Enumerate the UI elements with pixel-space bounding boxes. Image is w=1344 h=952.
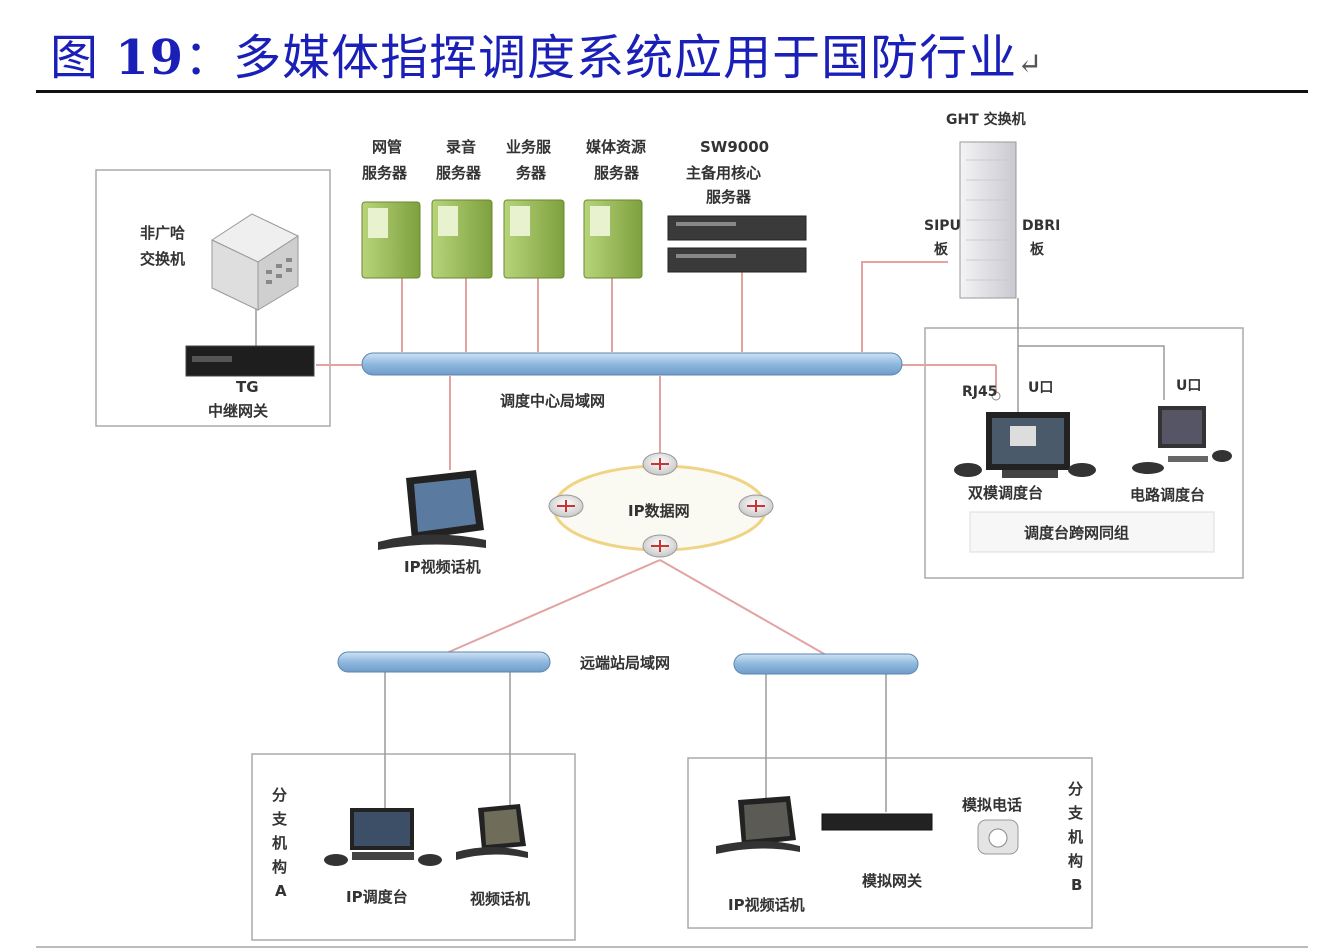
- fei-switch-label-1: 非广哈: [140, 224, 185, 242]
- center-lan-bus: [361, 352, 903, 376]
- srv1-label-2: 服务器: [362, 164, 408, 182]
- fei-switch-label-2: 交换机: [140, 250, 185, 268]
- cross-group-label: 调度台跨网同组: [1024, 524, 1129, 542]
- title-rule: [36, 90, 1308, 93]
- cross-group-box: [969, 511, 1215, 553]
- branch-a-char-5: A: [275, 882, 287, 900]
- srv2-label-1: 录音: [446, 138, 476, 156]
- ip-console-icon: [324, 808, 442, 866]
- branch-a-char-1: 分: [272, 786, 287, 804]
- branch-a-char-3: 机: [272, 834, 287, 852]
- srv3-label-2: 务器: [516, 164, 547, 182]
- center-lan-label: 调度中心局域网: [500, 392, 605, 410]
- return-mark-icon: ↵: [1017, 47, 1044, 82]
- tg-gateway-label: 中继网关: [208, 402, 268, 420]
- branch-b-char-2: 支: [1067, 804, 1084, 822]
- recording-server-icon: [431, 199, 493, 279]
- router-icon: [642, 452, 678, 476]
- remote-lan-bus-b: [733, 653, 919, 675]
- remote-lan-bus-a: [337, 651, 551, 673]
- dbri-label-1: DBRI: [1022, 218, 1060, 234]
- business-server-icon: [503, 199, 565, 279]
- sipu-label-2: 板: [934, 241, 949, 258]
- router-icon: [738, 494, 774, 518]
- branch-b-char-1: 分: [1068, 780, 1083, 798]
- branch-a-box: [251, 753, 576, 941]
- srv1-label-1: 网管: [372, 138, 402, 156]
- router-icons: [548, 452, 774, 558]
- srv3-label-1: 业务服: [506, 138, 552, 156]
- ip-console-label: IP调度台: [346, 888, 408, 906]
- tg-gateway-icon: [185, 345, 315, 377]
- ip-video-phone-icon: [378, 470, 486, 550]
- dual-mode-console-icon: [954, 412, 1096, 478]
- console-group-box: [924, 327, 1244, 579]
- circuit-console-label: 电路调度台: [1130, 486, 1205, 504]
- srv4-label-1: 媒体资源: [586, 138, 646, 156]
- router-icon: [642, 534, 678, 558]
- fei-switch-icon: [210, 213, 300, 311]
- ip-video-phone-label: IP视频话机: [404, 558, 481, 576]
- ght-switch-cabinet-icon: [959, 141, 1017, 299]
- media-server-icon: [583, 199, 643, 279]
- rj45-port-icon: [991, 391, 1001, 401]
- srv2-label-2: 服务器: [436, 164, 482, 182]
- video-phone-a-icon: [456, 804, 528, 860]
- branch-a-char-2: 支: [271, 810, 288, 828]
- ip-video-phone-b-icon: [716, 796, 800, 854]
- server-icons: [361, 199, 807, 279]
- remote-lan-label: 远端站局域网: [580, 654, 670, 672]
- srv4-label-2: 服务器: [594, 164, 640, 182]
- title-number: 19: [115, 30, 185, 86]
- core-server-label-3: 服务器: [706, 188, 752, 206]
- branch-a-char-4: 构: [272, 858, 287, 876]
- branch-b-char-5: B: [1071, 876, 1082, 894]
- analog-phone-icon: [977, 819, 1019, 855]
- bottom-rule: [36, 946, 1308, 948]
- left-switch-box: [95, 169, 331, 427]
- router-icon: [548, 494, 584, 518]
- branch-b-char-3: 机: [1068, 828, 1083, 846]
- ip-network-label: IP数据网: [628, 502, 690, 520]
- network-mgmt-server-icon: [361, 201, 421, 279]
- tg-label: TG: [236, 378, 259, 396]
- u-port-label-1: U口: [1028, 380, 1053, 396]
- branch-b-box: [687, 757, 1093, 929]
- title-text: ：多媒体指挥调度系统应用于国防行业: [184, 30, 1018, 86]
- core-server-label-1: SW9000: [700, 138, 769, 156]
- circuit-console-icon: [1132, 406, 1232, 474]
- ght-label: GHT 交换机: [946, 111, 1026, 128]
- core-server-icon: [667, 215, 807, 273]
- dbri-label-2: 板: [1030, 241, 1045, 258]
- title-prefix: 图: [50, 30, 100, 86]
- branch-b-char-4: 构: [1068, 852, 1083, 870]
- rj45-label: RJ45: [962, 384, 997, 400]
- analog-gateway-label: 模拟网关: [862, 872, 922, 890]
- analog-gateway-icon: [821, 813, 933, 831]
- core-server-label-2: 主备用核心: [686, 164, 761, 182]
- u-port-label-2: U口: [1176, 378, 1201, 394]
- server-links: [316, 261, 997, 656]
- analog-phone-label: 模拟电话: [962, 796, 1022, 814]
- sipu-label-1: SIPU: [924, 218, 961, 234]
- video-phone-a-label: 视频话机: [470, 890, 530, 908]
- dual-console-label: 双模调度台: [968, 484, 1043, 502]
- figure-title: 图 19：多媒体指挥调度系统应用于国防行业↵: [50, 18, 1043, 88]
- ip-video-phone-b-label: IP视频话机: [728, 896, 805, 914]
